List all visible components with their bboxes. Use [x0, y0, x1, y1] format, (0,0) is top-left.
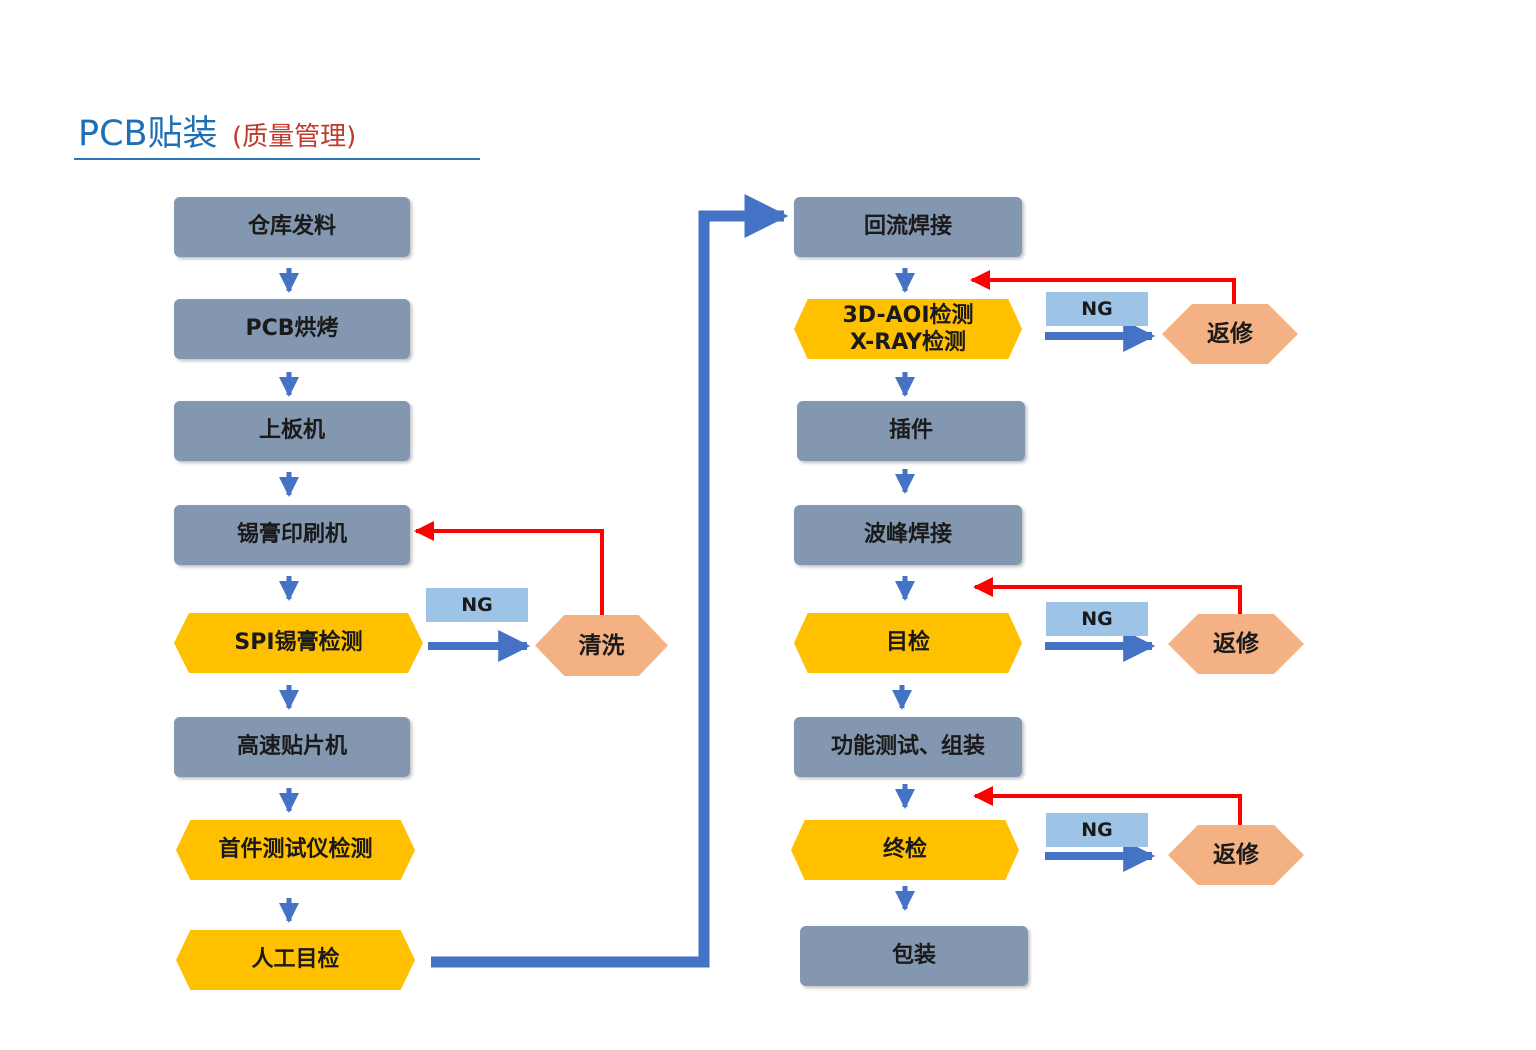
ng-label-final: NG [1046, 813, 1148, 847]
rework-arrow [973, 577, 1242, 614]
step-aoi-xray-inspection: 3D-AOI检测 X-RAY检测 [794, 299, 1022, 359]
step-pcb-baking: PCB烘烤 [174, 299, 410, 359]
step-final-inspection: 终检 [791, 820, 1019, 880]
rework-repair-aoi: 返修 [1162, 304, 1298, 364]
page-subtitle: (质量管理) [232, 122, 357, 152]
step-spi-inspection: SPI锡膏检测 [174, 613, 423, 673]
page-title: PCB贴装 [78, 114, 218, 154]
rework-cleaning: 清洗 [535, 615, 668, 676]
rework-arrow [973, 786, 1242, 825]
rework-repair-visual: 返修 [1168, 614, 1304, 674]
step-first-article-test: 首件测试仪检测 [176, 820, 415, 880]
column-link-arrow [431, 194, 789, 968]
rework-arrow [970, 270, 1236, 304]
step-function-test-assembly: 功能测试、组装 [794, 717, 1022, 777]
xray-label: X-RAY检测 [849, 330, 967, 355]
step-wave-soldering: 波峰焊接 [794, 505, 1022, 565]
step-visual-inspection: 目检 [794, 613, 1022, 673]
rework-arrow [414, 521, 604, 615]
step-board-loader: 上板机 [174, 401, 410, 461]
step-packaging: 包装 [800, 926, 1028, 986]
title-bar: PCB贴装 (质量管理) [74, 112, 480, 160]
step-insertion: 插件 [797, 401, 1025, 461]
ng-label-aoi: NG [1046, 292, 1148, 326]
ng-label-visual: NG [1046, 602, 1148, 636]
step-high-speed-placer: 高速贴片机 [174, 717, 410, 777]
ng-label-spi: NG [426, 588, 528, 622]
rework-repair-final: 返修 [1168, 825, 1304, 885]
aoi-label: 3D-AOI检测 [842, 303, 974, 328]
step-solder-paste-printer: 锡膏印刷机 [174, 505, 410, 565]
step-manual-visual-inspection: 人工目检 [176, 930, 415, 990]
step-warehouse-issue: 仓库发料 [174, 197, 410, 257]
step-reflow-soldering: 回流焊接 [794, 197, 1022, 257]
